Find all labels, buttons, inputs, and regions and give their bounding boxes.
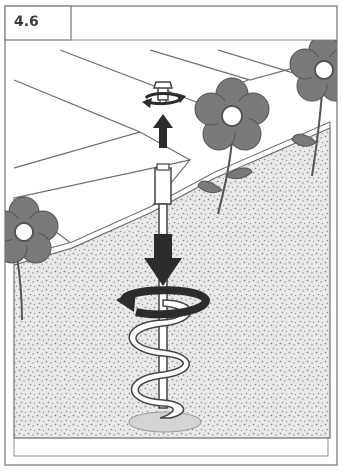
step-number: 4.6: [14, 14, 39, 30]
rotate-arrow-icon: [142, 92, 186, 108]
rotate-arrow-icon: [116, 286, 211, 319]
ground-auger: [128, 163, 192, 419]
curb-edge: [13, 121, 331, 266]
auger-hole: [128, 411, 202, 433]
flower-icon: [194, 77, 270, 215]
soil-texture: [14, 128, 330, 438]
up-arrow-icon: [153, 114, 173, 148]
auger-spiral: [128, 299, 192, 419]
flower-icon: [5, 196, 59, 321]
auger-socket: [154, 167, 172, 205]
down-arrow-icon: [144, 234, 182, 286]
bottom-strip: [13, 437, 329, 457]
flower-icon: [289, 40, 337, 177]
